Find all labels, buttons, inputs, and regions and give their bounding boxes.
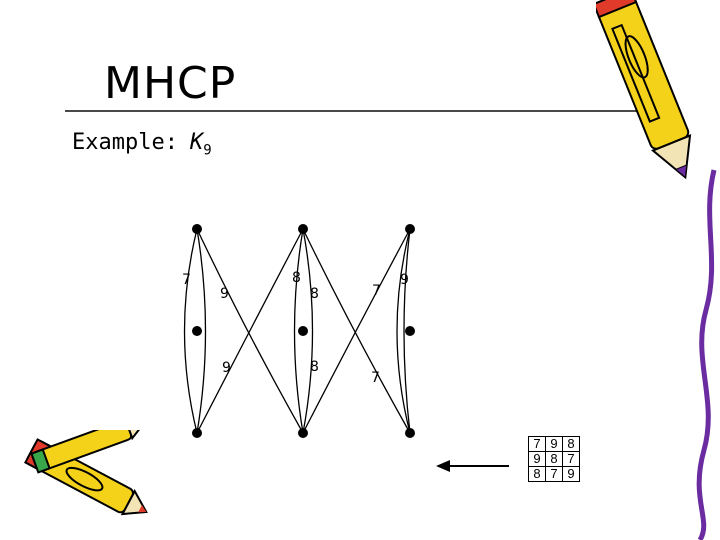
pencil-icon — [596, 0, 717, 540]
edge-t2-b2 — [302, 228, 314, 434]
arrow-left-icon — [436, 460, 509, 472]
edge-t2-b1 — [196, 228, 304, 434]
vertex-t1 — [192, 224, 202, 234]
weight-matrix: 7 9 8 9 8 7 8 7 9 — [528, 436, 580, 482]
weight-label: 7 — [372, 283, 381, 299]
weight-label: 9 — [400, 272, 409, 288]
edge-t1-b1-left — [183, 228, 198, 434]
weight-label: 8 — [292, 270, 301, 286]
matrix-cell: 9 — [545, 436, 563, 452]
matrix-row: 7 9 8 — [528, 436, 580, 452]
matrix-cell: 8 — [562, 436, 580, 452]
pencils-clipart-icon — [24, 430, 148, 516]
subtitle-prefix: Example: — [72, 130, 178, 155]
weight-label: 7 — [182, 272, 191, 288]
subtitle-symbol: K — [189, 130, 204, 155]
matrix-cell: 8 — [545, 451, 563, 467]
edge-t3-b2 — [302, 228, 411, 434]
matrix-cell: 7 — [528, 436, 546, 452]
matrix-row: 9 8 7 — [528, 451, 580, 467]
weight-label: 8 — [310, 359, 319, 375]
matrix-cell: 9 — [562, 466, 580, 482]
vertex-m1 — [192, 326, 202, 336]
edge-t3-b3-left — [396, 228, 411, 434]
title-underline — [65, 110, 643, 112]
vertex-m2 — [298, 326, 308, 336]
weight-label: 9 — [220, 286, 229, 302]
weight-label: 7 — [371, 370, 380, 386]
edge-t1-b2 — [196, 228, 304, 434]
weight-label: 8 — [310, 286, 319, 302]
matrix-cell: 9 — [528, 451, 546, 467]
vertex-b1 — [192, 428, 202, 438]
vertex-m3 — [405, 326, 415, 336]
edge-t2-b3 — [302, 228, 411, 434]
edge-t2-b2-b — [293, 228, 304, 434]
matrix-cell: 7 — [562, 451, 580, 467]
vertex-t2 — [298, 224, 308, 234]
matrix-cell: 7 — [545, 466, 563, 482]
subtitle: Example: K9 — [72, 130, 212, 158]
slide-title: MHCP — [104, 58, 237, 109]
edge-t3-b3-right — [403, 228, 411, 434]
subtitle-subscript: 9 — [203, 142, 212, 159]
weight-label: 9 — [222, 360, 231, 376]
vertex-b3 — [405, 428, 415, 438]
vertex-t3 — [405, 224, 415, 234]
matrix-cell: 8 — [528, 466, 546, 482]
vertex-b2 — [298, 428, 308, 438]
edge-t1-b1-right — [196, 228, 207, 434]
matrix-row: 8 7 9 — [528, 466, 580, 482]
